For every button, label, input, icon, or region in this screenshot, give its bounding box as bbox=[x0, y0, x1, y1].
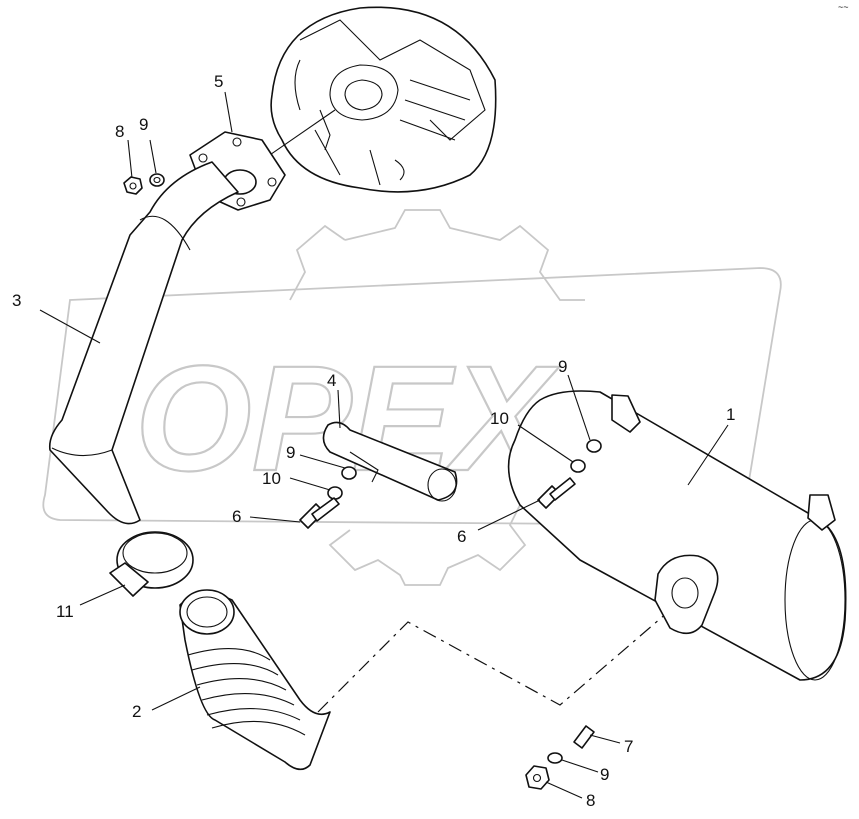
callout-9-bottom: 9 bbox=[600, 765, 609, 784]
part-8-nut-bottom bbox=[525, 765, 550, 790]
part-9-washer-mid-right bbox=[586, 439, 602, 453]
callout-6-mid-right: 6 bbox=[457, 527, 466, 546]
callout-11: 11 bbox=[56, 602, 74, 621]
part-8-nut-top bbox=[123, 176, 143, 195]
part-4-support-pipe bbox=[322, 421, 458, 502]
bellows-ribs bbox=[187, 648, 306, 736]
callout-8-top: 8 bbox=[115, 122, 124, 141]
corner-mark: ~~ bbox=[838, 2, 849, 12]
callout-9-mid-left: 9 bbox=[286, 443, 295, 462]
flange-alignment-line bbox=[317, 611, 669, 713]
callout-6-mid-left: 6 bbox=[232, 507, 241, 526]
part-2-flex-pipe bbox=[179, 589, 331, 771]
callout-10-mid-right: 10 bbox=[490, 409, 509, 428]
callout-7: 7 bbox=[624, 737, 633, 756]
callout-4: 4 bbox=[327, 371, 336, 390]
part-11-clamp bbox=[109, 531, 194, 597]
leader-lines bbox=[39, 91, 729, 799]
callout-1: 1 bbox=[726, 405, 735, 424]
part-9-washer-mid-left bbox=[341, 466, 357, 480]
part-9-washer-top bbox=[149, 173, 165, 187]
part-6-bolt-mid-left bbox=[299, 497, 340, 529]
engine-inset bbox=[270, 6, 497, 193]
part-6-bolt-mid-right bbox=[537, 477, 576, 509]
part-7-stud bbox=[573, 725, 595, 749]
callout-9-top: 9 bbox=[139, 115, 148, 134]
part-10-lockwasher-mid-left bbox=[327, 486, 343, 500]
part-3-exhaust-pipe bbox=[48, 161, 239, 525]
callout-10-mid-left: 10 bbox=[262, 469, 281, 488]
callout-8-bottom: 8 bbox=[586, 791, 595, 810]
callout-3: 3 bbox=[12, 291, 21, 310]
part-10-lockwasher-mid-right bbox=[570, 459, 586, 473]
callout-9-mid-right: 9 bbox=[558, 357, 567, 376]
watermark-gear bbox=[289, 209, 585, 586]
part-9-washer-bottom bbox=[547, 752, 563, 764]
callout-5: 5 bbox=[214, 72, 223, 91]
callout-labels: 8 9 5 3 4 9 10 6 1 9 10 6 11 2 7 9 8 ~~ bbox=[12, 2, 849, 810]
callout-2: 2 bbox=[132, 702, 141, 721]
part-1-muffler bbox=[507, 390, 847, 681]
